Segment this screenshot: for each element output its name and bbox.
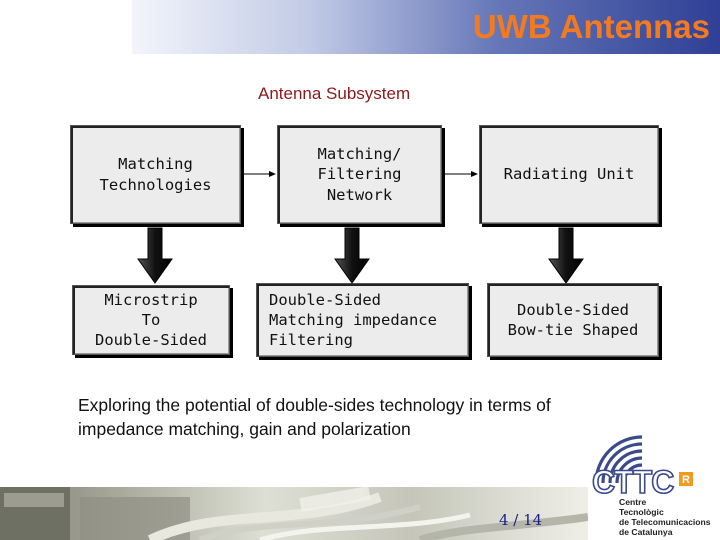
- box-matching-technologies: Matching Technologies: [70, 125, 241, 224]
- logo-trademark: R: [682, 474, 690, 486]
- box-matching-filtering-network-label: Matching/ Filtering Network: [317, 145, 402, 204]
- footer-photo: [0, 487, 588, 540]
- header-band: [132, 0, 720, 54]
- box-double-sided-matching: Double-Sided Matching impedance Filterin…: [256, 283, 469, 357]
- box-matching-technologies-label: Matching Technologies: [99, 155, 212, 194]
- box-double-sided-matching-label: Double-Sided Matching impedance Filterin…: [269, 290, 437, 350]
- box-bow-tie-label: Double-Sided Bow-tie Shaped: [507, 300, 639, 339]
- logo-trademark-badge: [679, 472, 693, 486]
- box-bow-tie: Double-Sided Bow-tie Shaped: [487, 283, 659, 357]
- arrow-network-to-radiating: [444, 171, 478, 177]
- arrow-matching-to-network: [243, 171, 276, 177]
- logo-wordmark: CTTC: [592, 464, 674, 500]
- logo-wave-icon: [594, 435, 643, 484]
- down-arrow-left: [137, 227, 173, 284]
- slide-title: UWB Antennas: [472, 8, 710, 45]
- logo-subtitle: Centre Tecnològic de Telecomunicacions d…: [619, 497, 711, 538]
- down-arrow-middle: [334, 227, 370, 284]
- down-arrow-right: [548, 227, 584, 284]
- cable-photo-illustration: [0, 487, 588, 540]
- cttc-logo: CTTC R: [591, 435, 693, 501]
- page-number: 4 / 14: [499, 511, 543, 529]
- body-text: Exploring the potential of double-sides …: [78, 395, 551, 439]
- box-radiating-unit: Radiating Unit: [479, 125, 659, 224]
- subsystem-label: Antenna Subsystem: [258, 84, 411, 103]
- box-radiating-unit-label: Radiating Unit: [503, 165, 635, 184]
- box-matching-filtering-network: Matching/ Filtering Network: [277, 125, 442, 224]
- box-microstrip: Microstrip To Double-Sided: [72, 285, 230, 355]
- box-microstrip-label: Microstrip To Double-Sided: [95, 290, 207, 350]
